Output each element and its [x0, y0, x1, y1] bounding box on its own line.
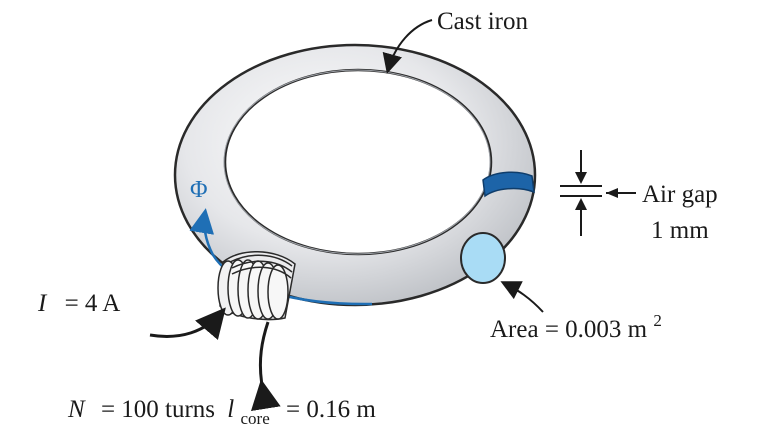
current-label: I = 4 A — [37, 290, 120, 317]
area-exponent: 2 — [653, 311, 662, 330]
length-subscript: core — [241, 409, 270, 428]
turns-length-label: N = 100 turns l core = 0.16 m — [67, 396, 376, 430]
area-text: Area = 0.003 m — [490, 316, 648, 343]
turns-value: = 100 turns — [101, 396, 215, 423]
material-label: Cast iron — [437, 8, 528, 35]
current-value: = 4 A — [65, 290, 121, 317]
flux-symbol: Φ — [190, 177, 208, 203]
area-leader — [500, 281, 544, 313]
air-gap-band — [482, 171, 535, 198]
turns-symbol: N — [67, 396, 86, 423]
air-gap-dimension — [560, 150, 636, 236]
coil-winding — [217, 251, 296, 321]
current-leader — [149, 307, 226, 340]
current-symbol: I — [37, 290, 48, 317]
turns-leader — [250, 321, 281, 412]
length-value: = 0.16 m — [286, 396, 376, 423]
air-gap-length-label: 1 mm — [651, 217, 709, 244]
area-label: Area = 0.003 m 2 — [490, 311, 662, 343]
cross-section-area — [460, 232, 506, 284]
length-symbol: l — [227, 396, 234, 423]
air-gap-label: Air gap — [642, 181, 718, 208]
material-leader — [382, 19, 433, 74]
